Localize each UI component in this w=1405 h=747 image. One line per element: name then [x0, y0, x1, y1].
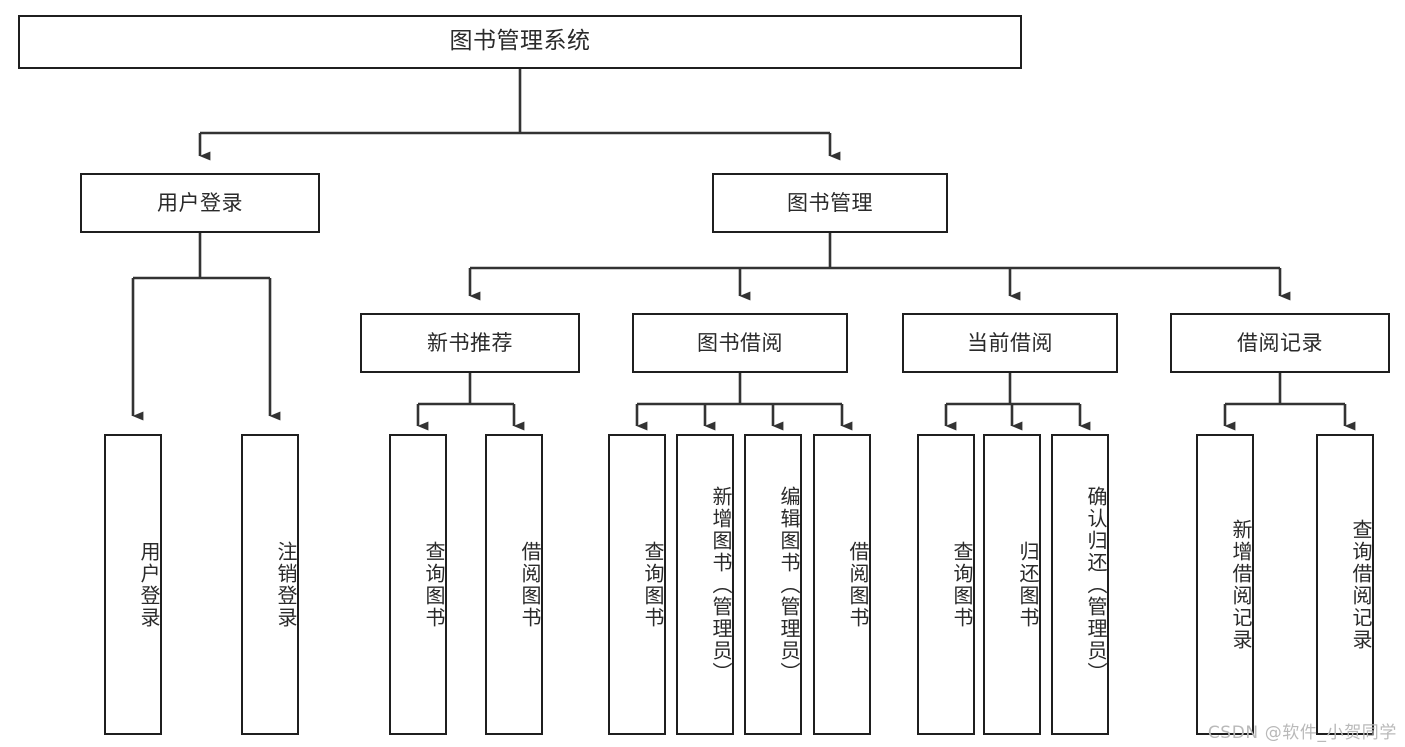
leaf-query-book-2[interactable]: 查询图书	[608, 434, 666, 735]
leaf-query-book-3[interactable]: 查询图书	[917, 434, 975, 735]
node-new-book-recommend-label: 新书推荐	[427, 330, 513, 355]
leaf-add-record[interactable]: 新增借阅记录	[1196, 434, 1254, 735]
leaf-query-book-2-label: 查询图书	[641, 540, 665, 629]
leaf-confirm-return[interactable]: 确认归还（管理员）	[1051, 434, 1109, 735]
node-root-system-label: 图书管理系统	[449, 28, 591, 55]
leaf-user-login-label: 用户登录	[137, 540, 161, 629]
leaf-borrow-book-1[interactable]: 借阅图书	[485, 434, 543, 735]
leaf-add-book[interactable]: 新增图书（管理员）	[676, 434, 734, 735]
leaf-user-login[interactable]: 用户登录	[104, 434, 162, 735]
leaf-confirm-return-label: 确认归还（管理员）	[1084, 485, 1108, 684]
node-book-borrow-label: 图书借阅	[697, 330, 783, 355]
leaf-borrow-book-2[interactable]: 借阅图书	[813, 434, 871, 735]
node-book-manage-label: 图书管理	[787, 190, 873, 215]
leaf-add-book-label: 新增图书（管理员）	[709, 485, 733, 684]
leaf-borrow-book-2-label: 借阅图书	[846, 540, 870, 629]
leaf-query-record-label: 查询借阅记录	[1349, 518, 1373, 651]
node-user-login[interactable]: 用户登录	[80, 173, 320, 233]
leaf-edit-book-label: 编辑图书（管理员）	[777, 485, 801, 684]
leaf-user-logout[interactable]: 注销登录	[241, 434, 299, 735]
leaf-user-logout-label: 注销登录	[274, 540, 298, 629]
node-borrow-record[interactable]: 借阅记录	[1170, 313, 1390, 373]
leaf-query-book-1-label: 查询图书	[422, 540, 446, 629]
leaf-return-book-label: 归还图书	[1016, 540, 1040, 629]
leaf-edit-book[interactable]: 编辑图书（管理员）	[744, 434, 802, 735]
node-book-manage[interactable]: 图书管理	[712, 173, 948, 233]
leaf-query-record[interactable]: 查询借阅记录	[1316, 434, 1374, 735]
node-current-borrow-label: 当前借阅	[967, 330, 1053, 355]
node-borrow-record-label: 借阅记录	[1237, 330, 1323, 355]
node-user-login-label: 用户登录	[157, 190, 243, 215]
node-root-system[interactable]: 图书管理系统	[18, 15, 1022, 69]
leaf-add-record-label: 新增借阅记录	[1229, 518, 1253, 651]
leaf-query-book-1[interactable]: 查询图书	[389, 434, 447, 735]
node-current-borrow[interactable]: 当前借阅	[902, 313, 1118, 373]
leaf-query-book-3-label: 查询图书	[950, 540, 974, 629]
node-book-borrow[interactable]: 图书借阅	[632, 313, 848, 373]
leaf-return-book[interactable]: 归还图书	[983, 434, 1041, 735]
node-new-book-recommend[interactable]: 新书推荐	[360, 313, 580, 373]
leaf-borrow-book-1-label: 借阅图书	[518, 540, 542, 629]
